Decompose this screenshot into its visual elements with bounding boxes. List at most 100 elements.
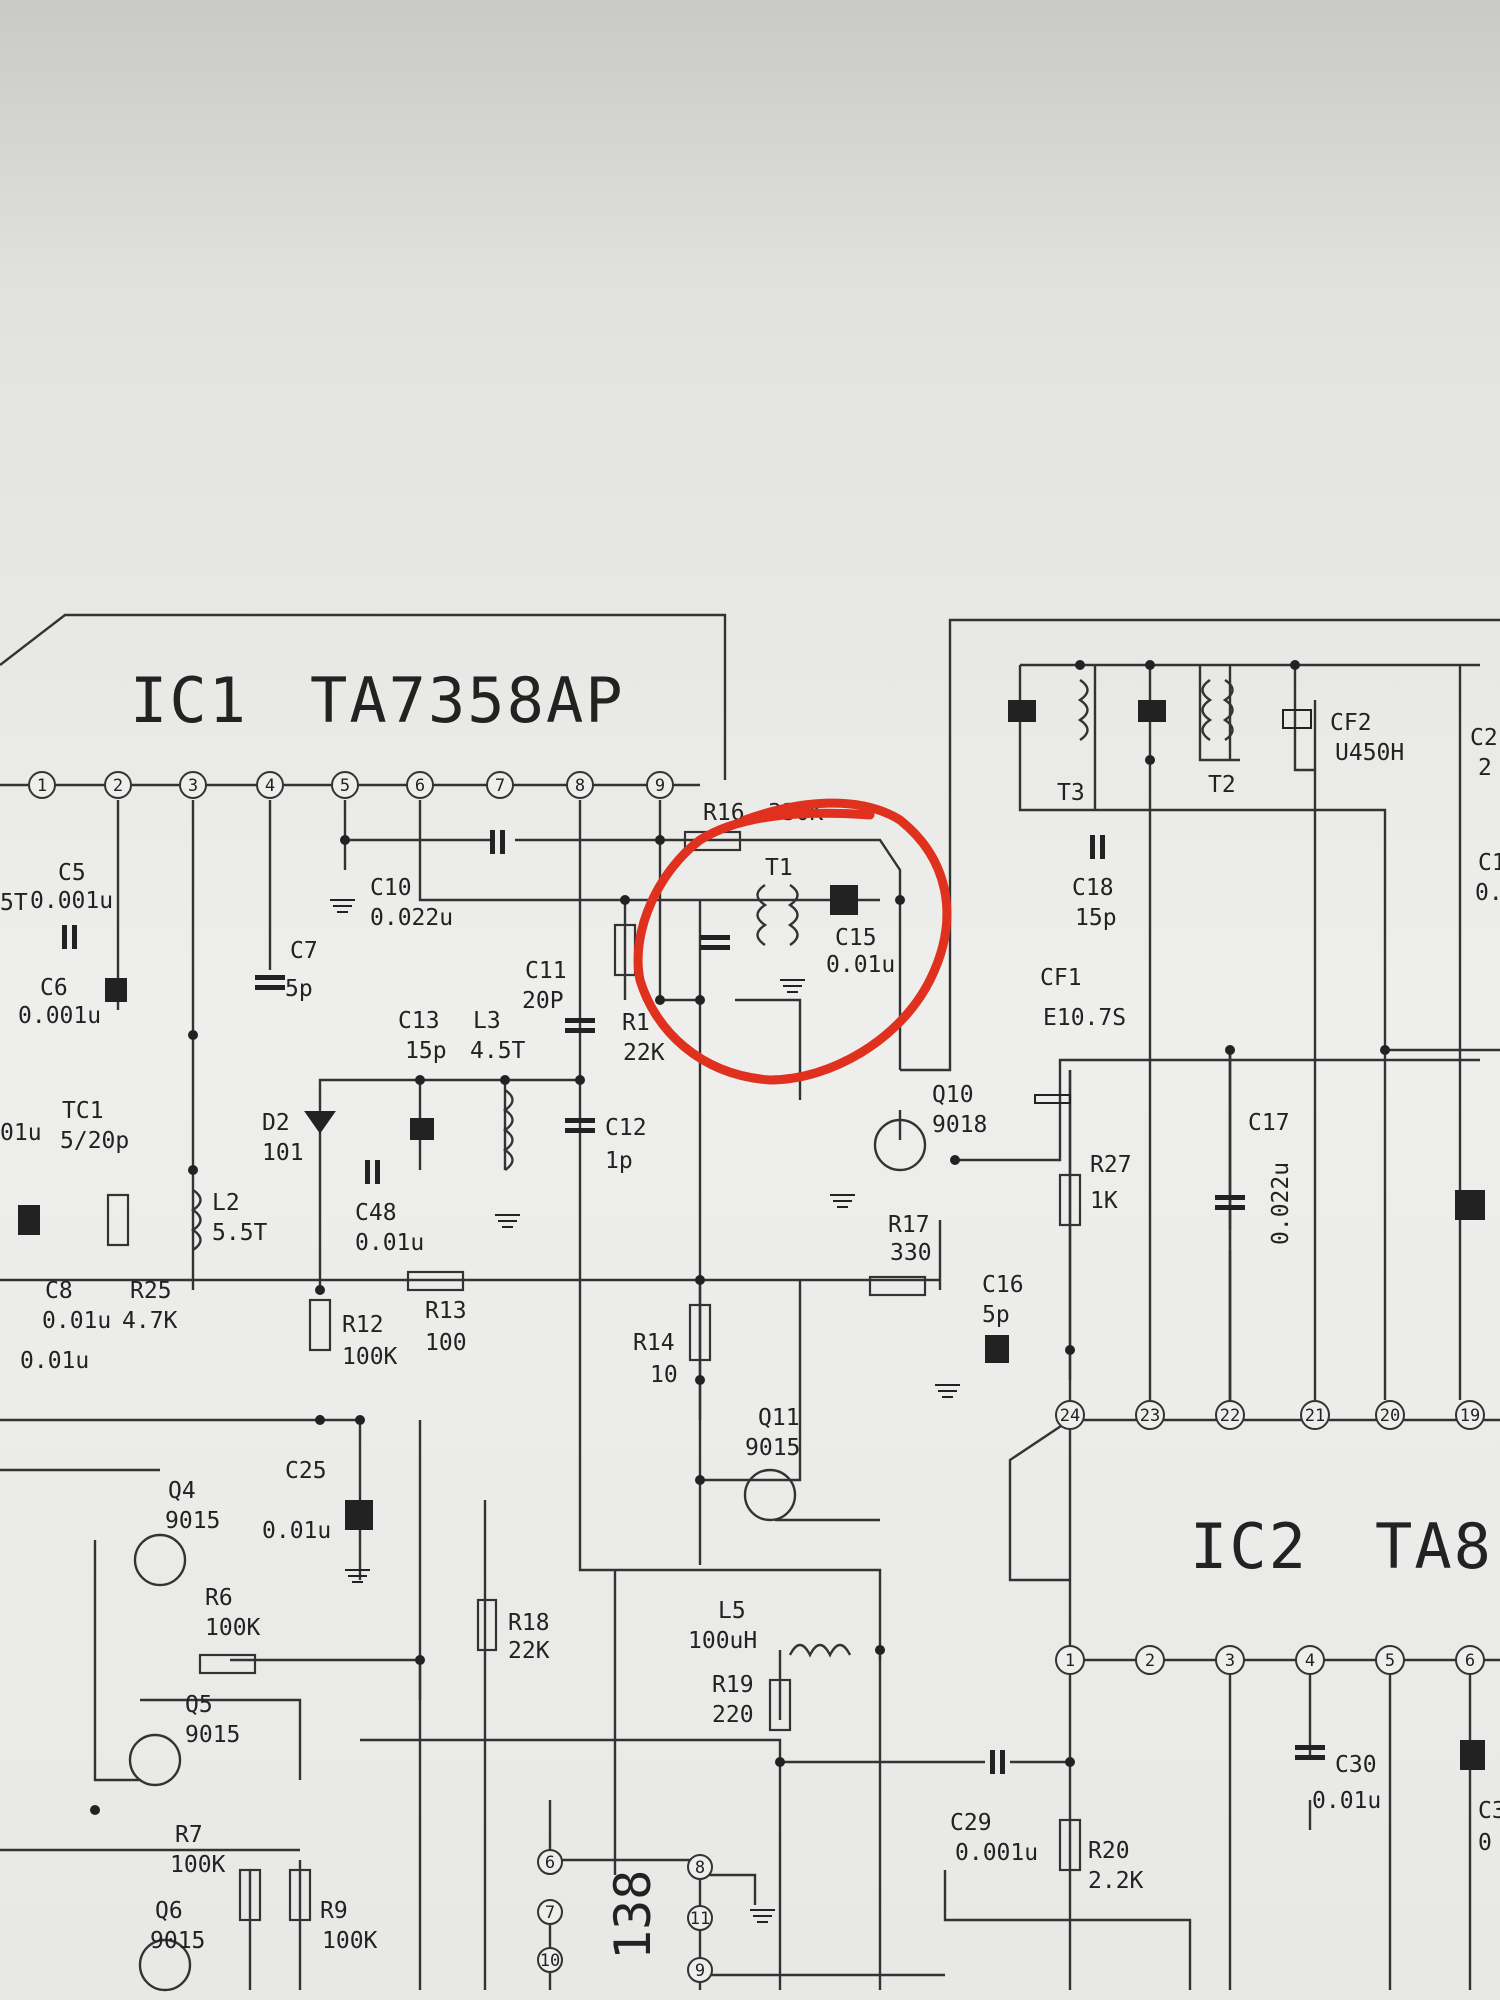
- c10-name: C10: [370, 875, 412, 901]
- l2-coil: [190, 1189, 202, 1251]
- r12-name: R12: [342, 1312, 384, 1338]
- ic2-pin-label-22: 22: [1220, 1406, 1240, 1426]
- q5-symbol: [128, 1733, 182, 1787]
- q11-symbol: [743, 1468, 797, 1522]
- misc-symbols: [304, 709, 1312, 1923]
- ic1-pin-label-8: 8: [575, 776, 585, 796]
- ic2-part: TA81: [1375, 1510, 1500, 1583]
- r27-name: R27: [1090, 1152, 1132, 1178]
- right-cap-symbol: [1455, 1190, 1485, 1220]
- c15-value: 0.01u: [826, 952, 895, 978]
- c17-value: 0.022u: [1268, 1162, 1294, 1245]
- ic2-pin-label-21: 21: [1305, 1406, 1325, 1426]
- c29-symbol: [990, 1750, 995, 1774]
- c29-value: 0.001u: [955, 1840, 1038, 1866]
- r18-symbol: [476, 1598, 498, 1652]
- r7-name: R7: [175, 1822, 203, 1848]
- c11-name: C11: [525, 958, 567, 984]
- dot-30: [315, 1285, 325, 1295]
- ic3-pin-label-6: 6: [545, 1853, 555, 1873]
- ic2-pin-4: [1295, 1645, 1325, 1675]
- l2-name: L2: [212, 1190, 240, 1216]
- ic1-pin-label-1: 1: [37, 776, 47, 796]
- edge-label-c1: C1: [1478, 850, 1500, 876]
- ground-c16: [935, 1384, 960, 1398]
- ic2-pin-label-3: 3: [1225, 1651, 1235, 1671]
- ic2-pin-label-6: 6: [1465, 1651, 1475, 1671]
- t3-coil: [1077, 679, 1089, 741]
- t1-coil-a: [756, 884, 768, 946]
- ground-c10: [330, 899, 355, 913]
- c17-symbol-b: [1215, 1205, 1245, 1210]
- dot-27: [1145, 755, 1155, 765]
- r25-name: R25: [130, 1278, 172, 1304]
- dot-25: [1145, 660, 1155, 670]
- transistor-symbols: [128, 1118, 927, 1992]
- r25-symbol: [106, 1193, 130, 1247]
- d2-symbol: [304, 1111, 336, 1134]
- c45-symbol-b: [700, 945, 730, 950]
- ic2-pin-label-24: 24: [1060, 1406, 1080, 1426]
- r13-value: 100: [425, 1330, 467, 1356]
- dot-13: [315, 1415, 325, 1425]
- ground-ic3: [750, 1909, 775, 1923]
- t1-name: T1: [765, 855, 793, 881]
- r14-name: R14: [633, 1330, 675, 1356]
- ic3-pin-label-7: 7: [545, 1903, 555, 1923]
- cf1-value: E10.7S: [1043, 1005, 1126, 1031]
- c7-symbol-b: [255, 985, 285, 990]
- c18-value: 15p: [1075, 905, 1117, 931]
- ic1-pin-label-9: 9: [655, 776, 665, 796]
- cf1-symbol: [1034, 1094, 1071, 1104]
- right-cap-symbol-b: [1460, 1740, 1485, 1770]
- r27-symbol: [1058, 1173, 1082, 1227]
- c8-name: C8: [45, 1278, 73, 1304]
- dot-6: [895, 895, 905, 905]
- r19-value: 220: [712, 1702, 754, 1728]
- dot-4: [655, 995, 665, 1005]
- edge-label-0b: 0: [1478, 1830, 1492, 1856]
- l2-value: 5.5T: [212, 1220, 268, 1246]
- ic1-pin-label-7: 7: [495, 776, 505, 796]
- r6-name: R6: [205, 1585, 233, 1611]
- dot-2: [655, 835, 665, 845]
- dot-17: [950, 1155, 960, 1165]
- c29-symbol-b: [1000, 1750, 1005, 1774]
- c5-symbol: [62, 925, 67, 949]
- ic2-pin-2: [1135, 1645, 1165, 1675]
- tc1-value: 5/20p: [60, 1128, 129, 1154]
- q5-value: 9015: [185, 1722, 240, 1748]
- c29-name: C29: [950, 1810, 992, 1836]
- q4-value: 9015: [165, 1508, 220, 1534]
- ic1-pin-2: [104, 771, 132, 799]
- ic1-pin-5: [331, 771, 359, 799]
- cf2-value: U450H: [1335, 740, 1404, 766]
- edge-label-01u: 01u: [0, 1120, 42, 1146]
- ic1-pin-3: [179, 771, 207, 799]
- c8-value: 0.01u: [42, 1308, 111, 1334]
- ic3-pin-8: [687, 1854, 713, 1880]
- ic3-pin-7: [537, 1899, 563, 1925]
- dot-7: [695, 1275, 705, 1285]
- r6-symbol: [198, 1653, 257, 1675]
- r15-name: R1: [622, 1010, 650, 1036]
- r18-name: R18: [508, 1610, 550, 1636]
- c5-symbol-b: [72, 925, 77, 949]
- ic3-pin-9: [687, 1957, 713, 1983]
- dot-29: [90, 1805, 100, 1815]
- dot-23: [775, 1757, 785, 1767]
- dot-8: [695, 1375, 705, 1385]
- ic3-pin-11: [687, 1905, 713, 1931]
- l5-value: 100uH: [688, 1628, 757, 1654]
- r25-value: 4.7K: [122, 1308, 178, 1334]
- edge-label-c3: C3: [1478, 1798, 1500, 1824]
- ic2-pin-1: [1055, 1645, 1085, 1675]
- c10-value: 0.022u: [370, 905, 453, 931]
- l3-value: 4.5T: [470, 1038, 526, 1064]
- ic3-label: 138: [604, 1870, 662, 1960]
- dot-12: [500, 1075, 510, 1085]
- c6-symbol: [105, 978, 127, 1002]
- c5-value: 0.001u: [30, 888, 113, 914]
- dot-16: [188, 1165, 198, 1175]
- ic1-pins: [28, 771, 674, 799]
